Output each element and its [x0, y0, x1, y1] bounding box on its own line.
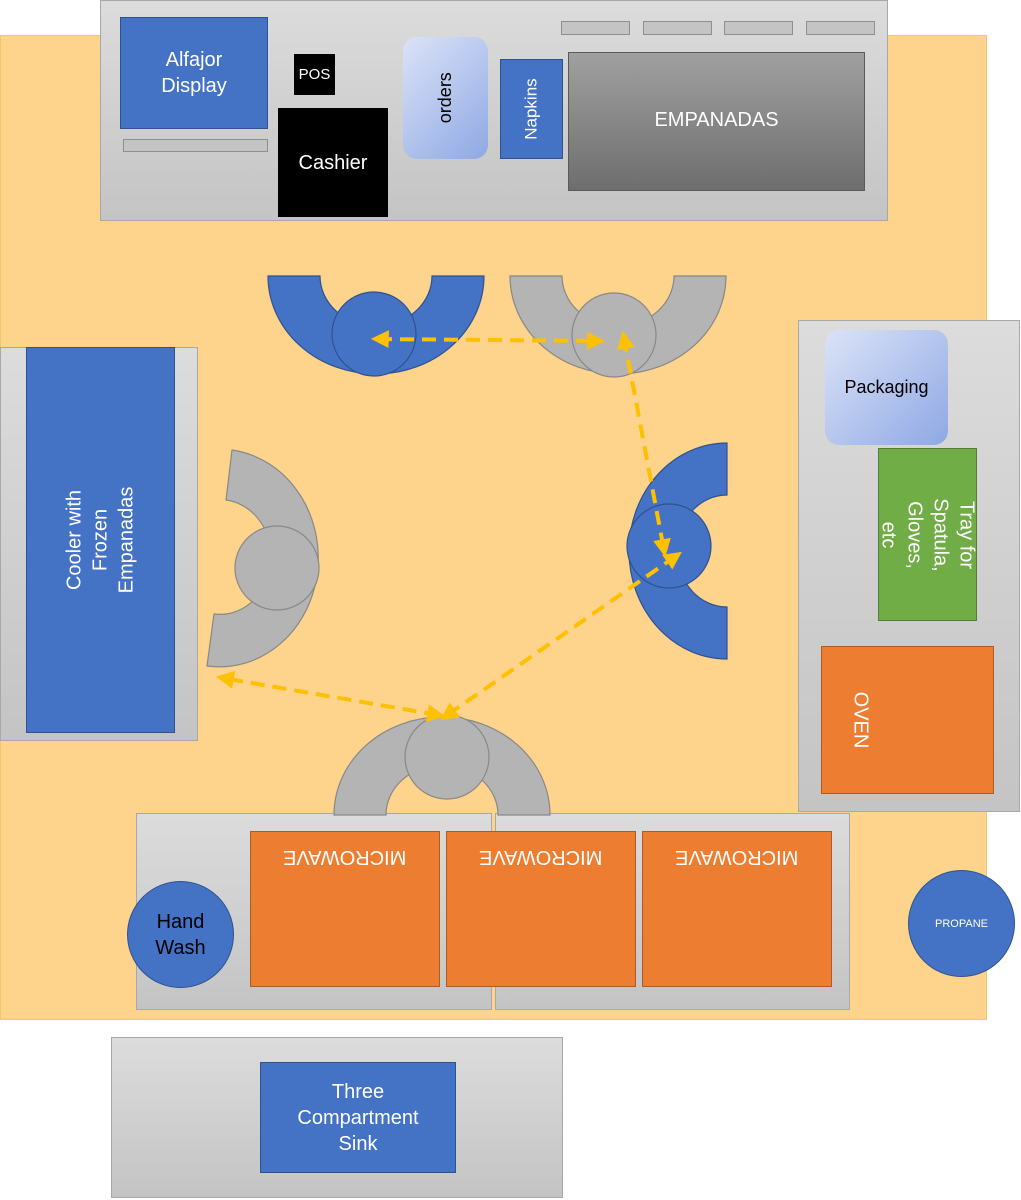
- microwave-3: MICROWAVE: [642, 831, 832, 987]
- microwave-1: MICROWAVE: [250, 831, 440, 987]
- counter-slot-1: [561, 21, 630, 35]
- napkins-dispenser: Napkins: [500, 59, 563, 159]
- arrow-microwave-cooler: [215, 670, 446, 723]
- assembly-worker: [509, 275, 727, 378]
- microwave-worker: [333, 714, 551, 816]
- propane-tank: PROPANE: [908, 870, 1015, 977]
- arrow-oven-microwave: [440, 551, 682, 721]
- counter-slot-2: [643, 21, 712, 35]
- oven-worker: [626, 442, 728, 660]
- microwave-worker-head: [404, 714, 490, 800]
- cashier-worker: [267, 275, 485, 377]
- oven-worker-head: [626, 503, 712, 589]
- orders-area: orders: [403, 37, 488, 159]
- microwave-2: MICROWAVE: [446, 831, 636, 987]
- counter-slot-4: [806, 21, 875, 35]
- arrow-assembly-oven: [617, 330, 671, 558]
- hand-wash-label: Hand Wash: [155, 910, 206, 959]
- packaging-area: Packaging: [825, 330, 948, 445]
- three-compartment-sink: Three Compartment Sink: [260, 1062, 456, 1173]
- pos-terminal: POS: [294, 54, 335, 95]
- cooler-worker-head: [234, 525, 320, 611]
- cashier-worker-head: [331, 291, 417, 377]
- sink-label: Three Compartment Sink: [297, 1080, 419, 1155]
- utensil-tray: Tray for Spatula, Gloves, etc: [878, 448, 978, 621]
- alfajor-display-label: Alfajor Display: [161, 49, 227, 97]
- oven: OVEN: [821, 646, 994, 794]
- pos-label: POS: [298, 66, 331, 83]
- cooler-worker: [206, 449, 320, 668]
- frozen-empanada-cooler: Cooler with Frozen Empanadas: [26, 347, 175, 733]
- packaging-label: Packaging: [844, 376, 929, 397]
- cashier-station: Cashier: [278, 108, 388, 217]
- alfajor-display: Alfajor Display: [120, 17, 268, 129]
- empanadas-label: EMPANADAS: [654, 109, 779, 131]
- hand-wash-sink: Hand Wash: [127, 881, 234, 988]
- cashier-label: Cashier: [298, 151, 368, 174]
- arrow-cashier-assembly: [370, 330, 606, 350]
- assembly-worker-head: [571, 292, 657, 378]
- empanadas-warmer: EMPANADAS: [568, 52, 865, 191]
- display-shelf: [123, 139, 268, 152]
- counter-slot-3: [724, 21, 793, 35]
- propane-label: PROPANE: [935, 917, 988, 930]
